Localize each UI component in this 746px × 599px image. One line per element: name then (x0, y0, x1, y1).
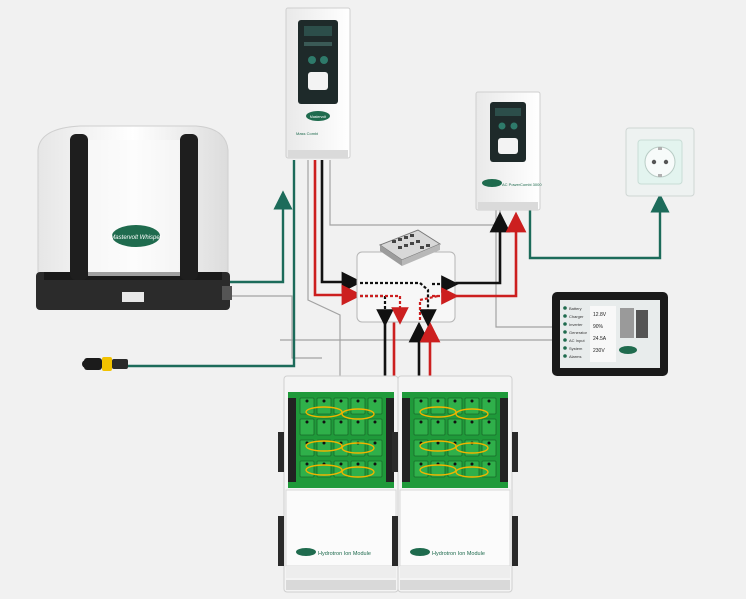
battery-logo (410, 548, 430, 556)
charger-right-label: AC PowerCombi 3000 (502, 182, 542, 187)
display-menu-icon (563, 338, 567, 342)
shore-plug-icon (82, 357, 128, 371)
display-readout: 230V (593, 348, 605, 354)
ac-wires (128, 160, 670, 368)
display-readout: 90% (593, 324, 604, 330)
signal-wire-generator (222, 295, 322, 359)
battery-module-label: Hydrotron Ion Module (432, 551, 485, 557)
display-menu-item[interactable]: Alarms (569, 354, 581, 359)
display-menu-icon (563, 306, 567, 310)
outlet-icon (625, 127, 695, 197)
generator-logo-text: Mastervolt Whisper (110, 235, 162, 241)
display-menu-icon (563, 322, 567, 326)
display-menu-item[interactable]: Inverter (569, 322, 583, 327)
display-menu-icon (563, 330, 567, 334)
distribution-hub-icon (378, 229, 442, 266)
battery-logo (296, 548, 316, 556)
display-menu-item[interactable]: AC Input (569, 338, 585, 343)
display-menu-icon (563, 346, 567, 350)
signal-wire-charger-link (329, 160, 501, 226)
display-menu-icon (563, 314, 567, 318)
charger-right: AC PowerCombi 3000 (475, 91, 542, 211)
battery-module-right: Hydrotron Ion Module (392, 375, 518, 593)
display-menu-item[interactable]: Charger (569, 314, 584, 319)
dc-wire-right-pos (455, 211, 527, 298)
signal-wire-display-b (495, 210, 552, 328)
display-menu-item[interactable]: Generator (569, 330, 588, 335)
display-menu-icon (563, 354, 567, 358)
display-menu-item[interactable]: System (569, 346, 583, 351)
ac-wire-shore (128, 160, 296, 368)
signal-wires (222, 160, 552, 378)
dc-wire-top-neg (320, 160, 363, 293)
ac-wire-outlet (528, 193, 670, 260)
charger-top: Mastervolt Mass Combi (285, 7, 351, 159)
signal-wire-charger-top (307, 160, 341, 378)
dc-wires (313, 160, 527, 376)
display-readout: 12.8V (593, 312, 607, 318)
ac-wire-generator (222, 190, 293, 284)
display-readouts: 12.8V 90% 24.5A 230V (593, 312, 607, 354)
battery-module-left: Hydrotron Ion Module (278, 375, 404, 593)
charger-top-logo: Mastervolt (310, 115, 326, 119)
display-readout: 24.5A (593, 336, 607, 342)
charger-top-label: Mass Combi (296, 131, 318, 136)
dc-wire-right-neg (455, 211, 511, 285)
generator: Mastervolt Whisper (36, 125, 232, 310)
distribution-hub (356, 229, 459, 327)
generator-logo (112, 225, 160, 247)
display-menu-item[interactable]: Battery (569, 306, 582, 311)
dc-wire-top-pos (313, 160, 363, 306)
battery-module-label: Hydrotron Ion Module (318, 551, 371, 557)
